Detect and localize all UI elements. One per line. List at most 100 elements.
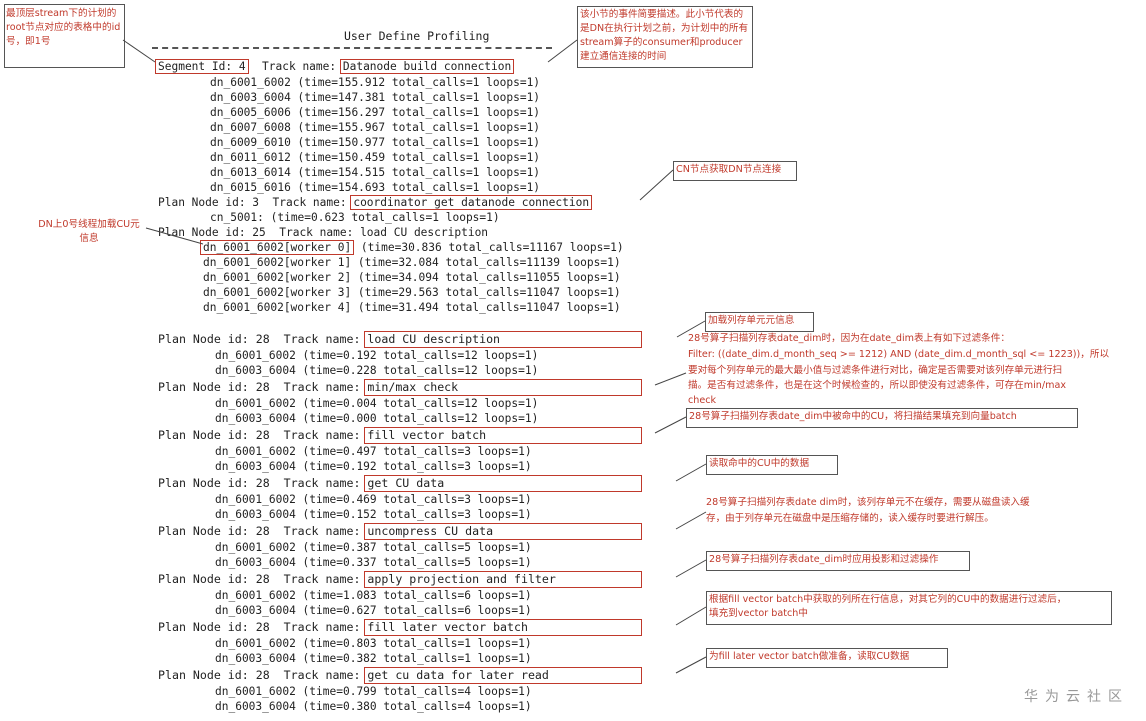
note-cn-conn-box — [673, 161, 797, 181]
segment-stat-line: dn_6011_6012 (time=150.459 total_calls=1… — [210, 151, 541, 164]
plan-node-3-header: Plan Node id: 3 Track name: coordinator … — [158, 195, 593, 210]
plan-node-28-label: Plan Node id: 28 Track name: — [158, 572, 368, 586]
connector-dn-worker — [145, 227, 204, 245]
note-fill-vec-box — [686, 408, 1078, 428]
note-minmax-2: Filter: ((date_dim.d_month_seq >= 1212) … — [688, 349, 1110, 360]
worker-stat-line: dn_6001_6002[worker 2] (time=34.094 tota… — [203, 271, 621, 284]
plan-node-28-label: Plan Node id: 28 Track name: — [158, 428, 368, 442]
plan-node-28-header: Plan Node id: 28 Track name: apply proje… — [158, 571, 643, 588]
plan-node-25-first-line: dn_6001_6002[worker 0] (time=30.836 tota… — [200, 240, 624, 255]
note-minmax-1: 28号算子扫描列存表date_dim时，因为在date_dim表上有如下过滤条件… — [688, 333, 1010, 344]
plan-node-28-header: Plan Node id: 28 Track name: fill vector… — [158, 427, 643, 444]
plan-node-28-label: Plan Node id: 28 Track name: — [158, 476, 368, 490]
note-proj-box — [706, 551, 970, 571]
segment-header: Segment Id: 4 Track name: Datanode build… — [155, 59, 515, 74]
track-name-box: apply projection and filter — [364, 571, 643, 588]
plan-node-28-label: Plan Node id: 28 Track name: — [158, 524, 368, 538]
track-name-box: load CU description — [364, 331, 643, 348]
plan-node-28-stat-line: dn_6001_6002 (time=0.803 total_calls=1 l… — [215, 637, 532, 650]
plan-node-28-header: Plan Node id: 28 Track name: get CU data — [158, 475, 643, 492]
plan-node-28-stat-line: dn_6001_6002 (time=0.497 total_calls=3 l… — [215, 445, 532, 458]
plan-node-28-stat-line: dn_6003_6004 (time=0.152 total_calls=3 l… — [215, 508, 532, 521]
connector-later-read — [675, 656, 707, 674]
connector-segment-right — [547, 39, 578, 63]
note-minmax-4: 描。是否有过滤条件，也是在这个时候检查的，所以即使没有过滤条件，可存在min/m… — [688, 380, 1067, 391]
track-name-box: get CU data — [364, 475, 643, 492]
note-fill-later-box — [706, 591, 1112, 625]
plan-node-28-stat-line: dn_6003_6004 (time=0.228 total_calls=12 … — [215, 364, 539, 377]
note-cn-conn: CN节点获取DN节点连接 — [676, 164, 782, 175]
connector-cn-conn — [639, 169, 674, 201]
note-load-cu: 加载列存单元元信息 — [708, 315, 795, 326]
worker-stat-line: dn_6001_6002[worker 4] (time=31.494 tota… — [203, 301, 621, 314]
plan-node-25-header: Plan Node id: 25 Track name: load CU des… — [158, 226, 489, 239]
segment-stat-line: dn_6001_6002 (time=155.912 total_calls=1… — [210, 76, 541, 89]
watermark: 华为云社区 — [1024, 689, 1129, 705]
connector-fill-later — [675, 606, 707, 626]
plan-node-28-stat-line: dn_6003_6004 (time=0.382 total_calls=1 l… — [215, 652, 532, 665]
plan-node-28-stat-line: dn_6003_6004 (time=0.380 total_calls=4 l… — [215, 700, 532, 713]
note-segment-left-box — [4, 4, 125, 68]
note-uncompress-1: 28号算子扫描列存表date dim时，该列存单元不在缓存，需要从磁盘读入缓 — [706, 497, 1030, 508]
connector-minmax — [654, 372, 687, 386]
track-name-box: fill vector batch — [364, 427, 643, 444]
plan-node-28-stat-line: dn_6001_6002 (time=1.083 total_calls=6 l… — [215, 589, 532, 602]
segment-stat-line: dn_6005_6006 (time=156.297 total_calls=1… — [210, 106, 541, 119]
plan-node-28-stat-line: dn_6001_6002 (time=0.799 total_calls=4 l… — [215, 685, 532, 698]
segment-stat-line: dn_6009_6010 (time=150.977 total_calls=1… — [210, 136, 541, 149]
track-name-box: uncompress CU data — [364, 523, 643, 540]
header-divider — [152, 47, 552, 49]
note-fill-vec: 28号算子扫描列存表date_dim中被命中的CU，将扫描结果填充到向量batc… — [689, 411, 1017, 422]
segment-stat-line: dn_6007_6008 (time=155.967 total_calls=1… — [210, 121, 541, 134]
connector-proj — [675, 559, 707, 578]
plan-node-3-track-box: coordinator get datanode connection — [350, 195, 593, 210]
note-segment-left: 最顶层stream下的计划的root节点对应的表格中的id号，即1号 — [6, 8, 121, 47]
plan-node-28-header: Plan Node id: 28 Track name: get cu data… — [158, 667, 643, 684]
plan-node-28-header: Plan Node id: 28 Track name: uncompress … — [158, 523, 643, 540]
plan-node-28-header: Plan Node id: 28 Track name: load CU des… — [158, 331, 643, 348]
plan-node-28-stat-line: dn_6003_6004 (time=0.000 total_calls=12 … — [215, 412, 539, 425]
note-fill-later-1: 根据fill vector batch中获取的列所在行信息，对其它列的CU中的数… — [709, 594, 1067, 605]
note-segment-right-box — [577, 6, 753, 68]
plan-node-28-stat-line: dn_6003_6004 (time=0.627 total_calls=6 l… — [215, 604, 532, 617]
connector-load-cu — [676, 320, 706, 338]
note-segment-right: 该小节的事件简要描述。此小节代表的是DN在执行计划之前，为计划中的所有strea… — [580, 9, 749, 62]
plan-node-28-stat-line: dn_6003_6004 (time=0.337 total_calls=5 l… — [215, 556, 532, 569]
track-name-box: fill later vector batch — [364, 619, 643, 636]
plan-node-28-stat-line: dn_6003_6004 (time=0.192 total_calls=3 l… — [215, 460, 532, 473]
note-get-cu: 读取命中的CU中的数据 — [709, 458, 810, 469]
note-dn-worker: DN上0号线程加载CU元信息 — [38, 219, 140, 244]
note-get-cu-box — [706, 455, 838, 475]
track-name-box: min/max check — [364, 379, 643, 396]
connector-uncompress — [675, 511, 707, 530]
plan-node-28-stat-line: dn_6001_6002 (time=0.192 total_calls=12 … — [215, 349, 539, 362]
connector-segment-left — [122, 39, 156, 63]
plan-node-28-label: Plan Node id: 28 Track name: — [158, 668, 368, 682]
page-title: User Define Profiling — [344, 29, 490, 43]
plan-node-28-stat-line: dn_6001_6002 (time=0.469 total_calls=3 l… — [215, 493, 532, 506]
connector-fill-vec — [654, 416, 687, 434]
note-minmax-5: check — [688, 395, 717, 406]
plan-node-28-stat-line: dn_6001_6002 (time=0.387 total_calls=5 l… — [215, 541, 532, 554]
segment-id-box: Segment Id: 4 — [155, 59, 249, 74]
worker-0-stats: (time=30.836 total_calls=11167 loops=1) — [354, 241, 624, 254]
note-load-cu-box — [705, 312, 814, 332]
plan-node-28-header: Plan Node id: 28 Track name: min/max che… — [158, 379, 643, 396]
segment-track-label: Track name: — [248, 60, 343, 73]
track-name-box: get cu data for later read — [364, 667, 643, 684]
plan-node-28-label: Plan Node id: 28 Track name: — [158, 332, 368, 346]
segment-track-box: Datanode build connection — [339, 59, 515, 74]
plan-node-28-label: Plan Node id: 28 Track name: — [158, 380, 368, 394]
plan-node-28-label: Plan Node id: 28 Track name: — [158, 620, 368, 634]
segment-stat-line: dn_6013_6014 (time=154.515 total_calls=1… — [210, 166, 541, 179]
worker-stat-line: dn_6001_6002[worker 3] (time=29.563 tota… — [203, 286, 621, 299]
worker-stat-line: dn_6001_6002[worker 1] (time=32.084 tota… — [203, 256, 621, 269]
connector-get-cu — [675, 463, 707, 482]
plan-node-28-stat-line: dn_6001_6002 (time=0.004 total_calls=12 … — [215, 397, 539, 410]
segment-stat-line: dn_6015_6016 (time=154.693 total_calls=1… — [210, 181, 541, 194]
plan-node-28-header: Plan Node id: 28 Track name: fill later … — [158, 619, 643, 636]
segment-stat-line: dn_6003_6004 (time=147.381 total_calls=1… — [210, 91, 541, 104]
worker-0-box: dn_6001_6002[worker 0] — [200, 240, 355, 255]
plan-node-3-label: Plan Node id: 3 Track name: — [158, 196, 354, 209]
